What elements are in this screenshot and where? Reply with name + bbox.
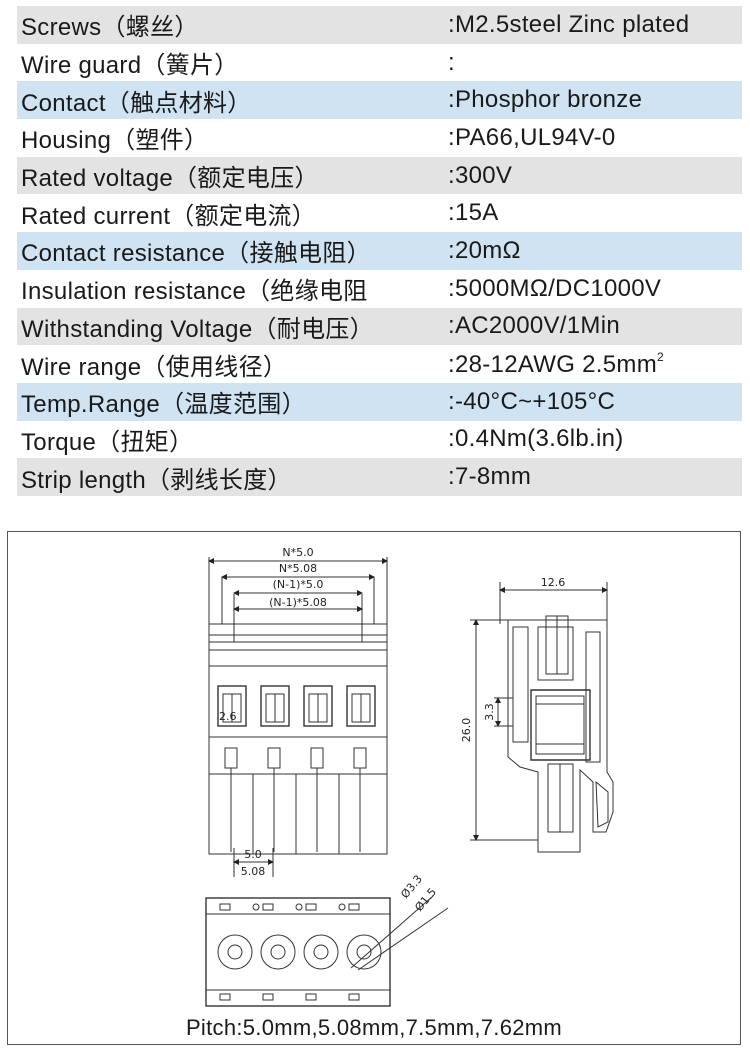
dim-n-5-08: N*5.08 <box>279 562 317 575</box>
dim-26-0: 26.0 <box>460 718 473 743</box>
spec-row: Wire guard（簧片）: <box>17 44 742 82</box>
spec-row: Temp.Range（温度范围） :-40°C~+105°C <box>17 382 742 421</box>
spec-table: Screws（螺丝） :M2.5steel Zinc plated Wire gu… <box>17 6 742 496</box>
dim-pitch-5-0: 5.0 <box>244 848 262 861</box>
side-view <box>470 582 614 853</box>
spec-row: Insulation resistance（绝缘电阻 :5000MΩ/DC1000… <box>17 270 742 308</box>
spec-label: Temp.Range（温度范围） <box>21 391 306 419</box>
spec-row: Housing（塑件） :PA66,UL94V-0 <box>17 119 742 157</box>
dim-2-6: 2.6 <box>219 710 237 723</box>
spec-value: : <box>448 48 455 76</box>
spec-value: :PA66,UL94V-0 <box>448 123 616 151</box>
superscript: 2 <box>657 349 664 364</box>
spec-row: Torque（扭矩） :0.4Nm(3.6lb.in) <box>17 421 742 459</box>
bottom-view <box>205 895 449 1007</box>
spec-value: :M2.5steel Zinc plated <box>448 10 690 38</box>
spec-label: Torque（扭矩） <box>21 428 194 456</box>
dim-pitch-5-08: 5.08 <box>241 865 266 878</box>
spec-label: Wire guard（簧片） <box>21 52 239 80</box>
spec-label: Wire range（使用线径） <box>21 353 288 381</box>
dim-n-5-0: N*5.0 <box>282 546 313 559</box>
spec-value-text: :28-12AWG 2.5mm <box>448 350 658 378</box>
spec-value: :28-12AWG 2.5mm2 <box>448 350 742 379</box>
spec-row: Rated voltage（额定电压） :300V <box>17 156 742 195</box>
spec-label: Contact resistance（接触电阻） <box>21 240 371 268</box>
spec-label: Withstanding Voltage（耐电压） <box>21 315 374 343</box>
spec-label: Strip length（剥线长度） <box>21 466 292 494</box>
spec-value: :-40°C~+105°C <box>448 387 616 415</box>
spec-label: Housing（塑件） <box>21 127 209 155</box>
drawing-svg: N*5.0 N*5.08 (N-1)*5.0 (N-1)*5.08 2.6 5.… <box>205 546 614 1007</box>
pitch-caption: Pitch:5.0mm,5.08mm,7.5mm,7.62mm <box>185 1015 563 1040</box>
spec-value: :300V <box>448 161 513 189</box>
spec-row: Withstanding Voltage（耐电压） :AC2000V/1Min <box>17 307 742 346</box>
dim-3-3: 3.3 <box>483 703 496 721</box>
dim-n1-5-0: (N-1)*5.0 <box>273 578 324 591</box>
spec-label: Rated voltage（额定电压） <box>21 165 319 193</box>
spec-label: Contact（触点材料） <box>21 89 252 117</box>
spec-value: :0.4Nm(3.6lb.in) <box>448 425 624 453</box>
spec-value: :20mΩ <box>448 236 521 264</box>
spec-row: Strip length（剥线长度） :7-8mm <box>17 458 742 496</box>
spec-value: :Phosphor bronze <box>448 86 643 114</box>
front-view <box>208 557 388 877</box>
spec-row: Contact（触点材料） :Phosphor bronze <box>17 81 742 120</box>
spec-value: :7-8mm <box>448 463 532 491</box>
spec-value: :5000MΩ/DC1000V <box>448 274 662 302</box>
spec-label: Screws（螺丝） <box>21 14 199 42</box>
spec-row: Rated current（额定电流） :15A <box>17 194 742 232</box>
spec-value: :15A <box>448 199 499 227</box>
spec-label: Rated current（额定电流） <box>21 202 317 230</box>
spec-row: Contact resistance（接触电阻） :20mΩ <box>17 232 742 270</box>
spec-value: :AC2000V/1Min <box>448 312 620 340</box>
spec-label: Insulation resistance（绝缘电阻 <box>21 278 368 306</box>
technical-drawing: N*5.0 N*5.08 (N-1)*5.0 (N-1)*5.08 2.6 5.… <box>7 531 741 1045</box>
spec-row: Wire range（使用线径） :28-12AWG 2.5mm2 <box>17 345 742 383</box>
dim-12-6: 12.6 <box>541 576 566 589</box>
dim-n1-5-08: (N-1)*5.08 <box>269 596 327 609</box>
spec-row: Screws（螺丝） :M2.5steel Zinc plated <box>17 6 742 44</box>
